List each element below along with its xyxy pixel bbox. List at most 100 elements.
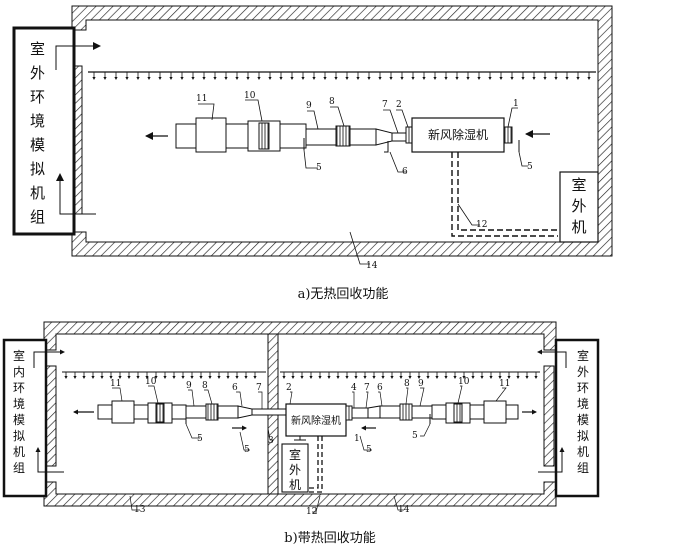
diffuser-arrowhead xyxy=(345,376,349,379)
supply-diffuser-a xyxy=(88,71,596,80)
dehumidifier-a: 新风除湿机 xyxy=(411,117,505,153)
diffuser-arrowhead xyxy=(109,376,113,379)
caption-a: a)无热回收功能 xyxy=(298,287,389,302)
diffuser-arrowhead xyxy=(453,376,457,379)
diffuser-arrowhead xyxy=(345,77,349,80)
diffuser-arrowhead xyxy=(356,77,360,80)
part-number: 5 xyxy=(527,162,533,172)
part-numbers-a: 11 10 9 8 7 2 1 5 5 6 12 14 xyxy=(196,91,533,271)
part-number: 9 xyxy=(186,381,192,391)
diffuser-arrowhead xyxy=(516,376,520,379)
diffuser-arrowhead xyxy=(224,77,228,80)
part-number: 10 xyxy=(145,377,157,387)
part-number: 1 xyxy=(513,99,519,109)
diffuser-arrowhead xyxy=(576,77,580,80)
part-number: 2 xyxy=(286,383,292,393)
part-number: 14 xyxy=(398,505,410,515)
dehumidifier-b: 新风除湿机 xyxy=(285,403,353,441)
part-number: 8 xyxy=(329,97,335,107)
diffuser-arrowhead xyxy=(336,376,340,379)
part-number: 11 xyxy=(499,379,510,389)
diffuser-arrowhead xyxy=(477,77,481,80)
diffuser-arrowhead xyxy=(480,376,484,379)
diffuser-arrowhead xyxy=(417,376,421,379)
diffuser-arrowhead xyxy=(235,376,239,379)
diffuser-arrowhead xyxy=(354,376,358,379)
diffuser-arrowhead xyxy=(334,77,338,80)
part-number: 3 xyxy=(268,436,274,446)
outdoor-unit-b: 室外机 xyxy=(281,436,323,493)
diffuser-arrowhead xyxy=(199,376,203,379)
leader-lines-a xyxy=(198,99,528,265)
diffuser-arrowhead xyxy=(462,376,466,379)
diffuser-arrowhead xyxy=(426,376,430,379)
outdoor-sim-unit-b: 室外环 境模拟 机组 xyxy=(537,338,600,498)
diffuser-arrowhead xyxy=(312,77,316,80)
part-number: 6 xyxy=(232,383,238,393)
outdoor-sim-unit-a: 室外环 境模拟 机组 xyxy=(12,26,101,236)
diffuser-arrowhead xyxy=(180,77,184,80)
part-number: 6 xyxy=(402,167,408,177)
supply-diffuser-b xyxy=(62,371,540,379)
part-number: 9 xyxy=(418,379,424,389)
diffuser-arrowhead xyxy=(190,376,194,379)
diffuser-arrowhead xyxy=(92,77,96,80)
diffuser-arrowhead xyxy=(145,376,149,379)
part-number: 12 xyxy=(476,220,487,230)
diffuser-arrowhead xyxy=(309,376,313,379)
diffuser-arrowhead xyxy=(318,376,322,379)
diffuser-arrowhead xyxy=(435,376,439,379)
diffuser-arrowhead xyxy=(100,376,104,379)
part-number: 11 xyxy=(110,379,121,389)
diagram-a: 室外环 境模拟 机组 xyxy=(12,5,613,302)
part-number: 9 xyxy=(306,101,312,111)
outdoor-unit-b-label: 室外机 xyxy=(289,447,301,492)
diffuser-arrowhead xyxy=(300,376,304,379)
dehumidifier-a-label: 新风除湿机 xyxy=(428,127,488,142)
diffuser-arrowhead xyxy=(136,376,140,379)
part-number: 12 xyxy=(306,507,317,517)
diffuser-arrowhead xyxy=(125,77,129,80)
part-number: 10 xyxy=(244,91,256,101)
diffuser-arrowhead xyxy=(525,376,529,379)
diffuser-arrowhead xyxy=(291,376,295,379)
diffuser-arrowhead xyxy=(521,77,525,80)
diffuser-arrowhead xyxy=(118,376,122,379)
diffuser-arrowhead xyxy=(82,376,86,379)
diffuser-arrowhead xyxy=(169,77,173,80)
diffuser-arrowhead xyxy=(253,376,257,379)
indoor-sim-unit-b: 室内环 境模拟 机组 xyxy=(2,338,65,498)
diffuser-arrowhead xyxy=(499,77,503,80)
diffuser-arrowhead xyxy=(217,376,221,379)
diffuser-arrowhead xyxy=(381,376,385,379)
part-number: 5 xyxy=(244,445,250,455)
diffuser-arrowhead xyxy=(268,77,272,80)
diffuser-arrowhead xyxy=(587,77,591,80)
diffuser-arrowhead xyxy=(532,77,536,80)
part-number: 8 xyxy=(202,381,208,391)
diffuser-arrowhead xyxy=(136,77,140,80)
diffuser-arrowhead xyxy=(191,77,195,80)
part-number: 5 xyxy=(316,163,322,173)
diffuser-arrowhead xyxy=(378,77,382,80)
diffuser-arrowhead xyxy=(565,77,569,80)
diffuser-arrowhead xyxy=(279,77,283,80)
indoor-sim-unit-b-label: 室内环 境模拟 机组 xyxy=(13,348,29,475)
part-number: 5 xyxy=(366,445,372,455)
diffuser-arrowhead xyxy=(172,376,176,379)
part-number: 7 xyxy=(256,383,262,393)
diffuser-arrowhead xyxy=(73,376,77,379)
diffuser-arrowhead xyxy=(389,77,393,80)
diffuser-arrowhead xyxy=(114,77,118,80)
diffuser-arrowhead xyxy=(244,376,248,379)
diffuser-arrowhead xyxy=(246,77,250,80)
diffuser-arrowhead xyxy=(408,376,412,379)
diffuser-arrowhead xyxy=(363,376,367,379)
part-number: 7 xyxy=(364,383,370,393)
diffuser-arrowhead xyxy=(103,77,107,80)
diffuser-arrowhead xyxy=(127,376,131,379)
diffuser-arrowhead xyxy=(154,376,158,379)
diffuser-arrowhead xyxy=(323,77,327,80)
diffuser-arrowhead xyxy=(64,376,68,379)
part-number: 11 xyxy=(196,94,207,104)
